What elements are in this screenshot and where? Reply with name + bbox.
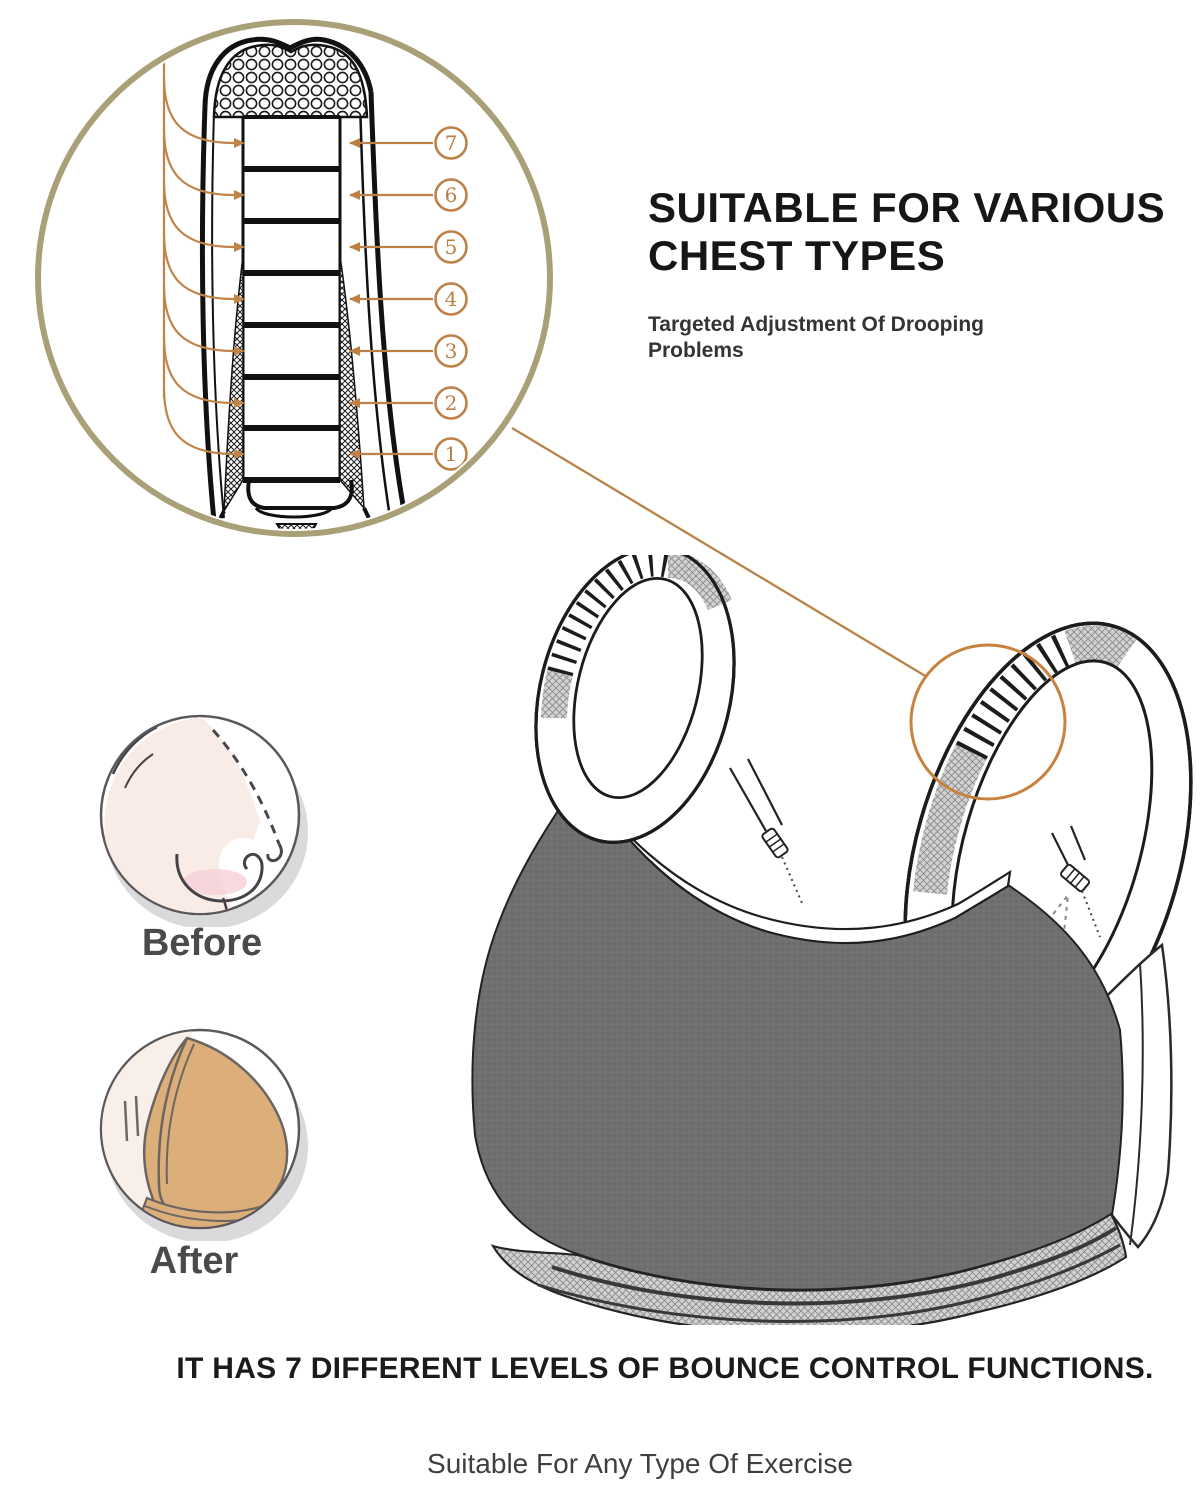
strap-illustration: 7 6 5 4 3 2 1: [162, 36, 468, 529]
before-label: Before: [141, 922, 263, 964]
page-title: SUITABLE FOR VARIOUS CHEST TYPES: [648, 184, 1166, 279]
level-badge-4: 4: [445, 287, 458, 311]
level-arrows: [350, 141, 433, 456]
level-badge-7: 7: [445, 131, 458, 155]
strap-outer-right-edge: [368, 91, 407, 512]
neckline-trim: [567, 752, 1012, 945]
level-badge-1: 1: [445, 442, 458, 466]
strap-top-arch: [202, 36, 374, 107]
level-badge-5: 5: [445, 235, 458, 259]
bottom-band: [490, 1212, 1128, 1325]
sports-bra-illustration: [471, 555, 1193, 1325]
footer-heading: IT HAS 7 DIFFERENT LEVELS OF BOUNCE CONT…: [176, 1352, 1154, 1385]
footer-subheading: Suitable For Any Type Of Exercise: [427, 1448, 853, 1479]
headline-block: SUITABLE FOR VARIOUS CHEST TYPES Targete…: [648, 184, 1188, 364]
drooping-contour: [175, 852, 264, 903]
right-mesh-wedge: [339, 255, 365, 511]
left-strap: [534, 555, 736, 844]
after-label: After: [149, 1240, 239, 1282]
before-figure: [99, 714, 308, 927]
strap-inner-left-line: [211, 111, 225, 519]
left-callout-curves: [162, 58, 235, 456]
strap-outer-left-edge: [199, 105, 217, 522]
left-strap-slider: [729, 758, 803, 904]
after-figure: [99, 1028, 308, 1241]
left-mesh-wedge: [223, 255, 244, 512]
strap-mesh-cap: [212, 43, 369, 119]
page-subtitle: Targeted Adjustment Of Drooping Problems: [648, 313, 984, 362]
level-badge-6: 6: [445, 183, 458, 207]
level-badge-2: 2: [445, 391, 458, 415]
left-arrowheads: [234, 138, 245, 459]
ideal-contour-dashed: [211, 728, 281, 845]
strap-detail-magnifier: 7 6 5 4 3 2 1: [35, 19, 553, 537]
right-strap-slider: [1051, 825, 1101, 938]
strap-clasp: [200, 479, 388, 529]
strap-inner-right-line: [358, 100, 391, 512]
level-arrowheads: [349, 138, 360, 459]
level-badges: 7 6 5 4 3 2 1: [434, 126, 468, 471]
level-badge-3: 3: [445, 339, 458, 363]
